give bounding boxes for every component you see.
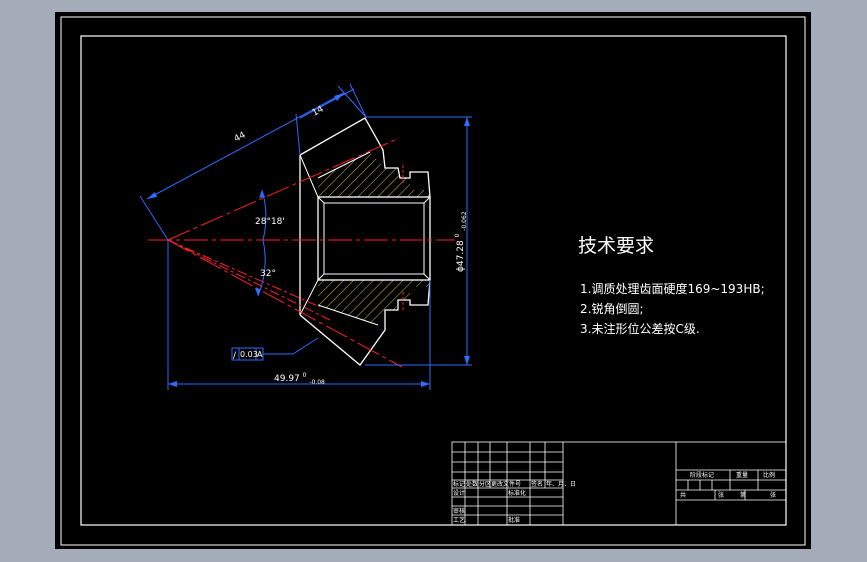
dimensions	[139, 83, 472, 390]
arrow-width-left	[168, 381, 177, 387]
requirement-item-3: 3.未注形位公差按C级.	[580, 321, 700, 336]
hatch-upper	[318, 152, 430, 197]
outer-frame	[60, 16, 806, 546]
runout-symbol: ∕	[233, 351, 237, 361]
runout-datum: A	[257, 350, 263, 359]
tb-left-r1-c6: 年、月、日	[546, 480, 576, 488]
tb-right-r2-c4: 张	[770, 491, 776, 499]
tooth-root-line	[167, 239, 321, 308]
tb-left-r1-c1: 标记	[453, 480, 465, 488]
bore-chamfer-tl	[317, 196, 325, 204]
gear-tooth-line-top	[299, 154, 319, 198]
arrow-angle-top	[259, 190, 265, 198]
dim-14-ext-right	[349, 83, 367, 118]
tb-right-r2-c2: 张	[718, 491, 724, 499]
arrow-44-left	[147, 192, 157, 199]
dim-44-line	[146, 92, 345, 200]
tb-right-r1-c1: 阶段标记	[690, 471, 714, 479]
runout-frame	[231, 347, 264, 361]
tb-left-r2-c4: 标准化	[508, 489, 526, 497]
drawing-sheet	[55, 12, 811, 549]
pitch-cone-line-top	[167, 139, 396, 241]
dim-angle-bottom-text: 32°	[260, 269, 276, 279]
bore-chamfer-tr	[423, 196, 431, 204]
inner-frame	[80, 35, 787, 526]
requirement-item-2: 2.锐角倒圆;	[580, 302, 644, 316]
dim-width-tol-lower: -0.08	[309, 379, 325, 386]
dim-width-tol-upper: 0	[303, 372, 307, 379]
title-block	[451, 441, 787, 526]
bore-chamfer-br	[423, 273, 431, 281]
dim-14-text: 14	[311, 104, 326, 118]
runout-value: 0.03	[240, 350, 258, 359]
dim-diameter-text: ϕ47.28 0 -0.062	[452, 211, 468, 272]
hatch-lower	[318, 280, 430, 325]
tb-left-r1-c2: 处数	[466, 480, 478, 488]
dim-44-ext-left	[139, 195, 169, 241]
tb-right-r1-c2: 重量	[736, 471, 748, 479]
arrowheads	[147, 93, 470, 387]
gear-tooth-line-bottom	[299, 279, 319, 316]
requirement-item-1: 1.调质处理齿面硬度169~193HB;	[580, 281, 765, 296]
dim-44-ext-right	[337, 85, 367, 118]
tb-left-r3-c1: 审核	[453, 507, 465, 515]
dim-diameter-tol-lower: -0.062	[461, 211, 468, 231]
arrow-dia-bottom	[464, 356, 470, 365]
tb-right-r2-c3: 第	[740, 491, 746, 499]
pitch-cone-line-bottom	[167, 239, 403, 368]
runout-leader	[263, 337, 319, 355]
gear-cone-bottom	[317, 304, 379, 326]
arrow-dia-top	[464, 117, 470, 126]
bore-chamfer-bl	[317, 273, 325, 281]
dim-44-text: 44	[233, 130, 248, 144]
tb-left-r2-c1: 设计	[453, 489, 465, 497]
tb-left-r1-c3: 分区	[479, 480, 491, 488]
arrow-width-right	[421, 381, 430, 387]
gear-bore	[317, 196, 431, 281]
dim-diameter-tol-upper: 0	[454, 233, 461, 237]
arrow-angle-bottom	[255, 288, 261, 296]
arrow-44-right	[334, 93, 344, 101]
dim-width-text: 49.97 0 -0.08	[274, 370, 325, 386]
gear-outline-bottom	[299, 279, 431, 366]
tb-left-r4-c4: 批准	[508, 516, 520, 524]
title-block-outer	[451, 441, 787, 526]
tb-right-r2-c1: 共	[680, 491, 686, 499]
dim-14-line	[299, 88, 355, 119]
tb-left-r4-c1: 工艺	[453, 516, 465, 524]
tb-right-r1-c3: 比例	[763, 471, 775, 479]
gear-outline-top	[299, 117, 431, 198]
gear-cone-top	[317, 151, 371, 179]
dim-width-value: 49.97	[274, 374, 300, 384]
tb-left-r1-c4: 更改文件号	[491, 480, 521, 488]
requirements-title: 技术要求	[578, 235, 654, 257]
dim-angle-top-text: 28°18'	[255, 217, 285, 227]
dim-diameter-value: ϕ47.28	[456, 240, 466, 272]
dim-14-ext-left	[295, 113, 301, 156]
tb-left-r1-c5: 签名	[531, 480, 543, 488]
title-block-text: 标记 处数 分区 更改文件号 签名 年、月、日 设计 标准化 审核 工艺 批准 …	[453, 471, 776, 524]
center-lines	[148, 139, 455, 368]
tooth-tip-line	[167, 239, 331, 321]
